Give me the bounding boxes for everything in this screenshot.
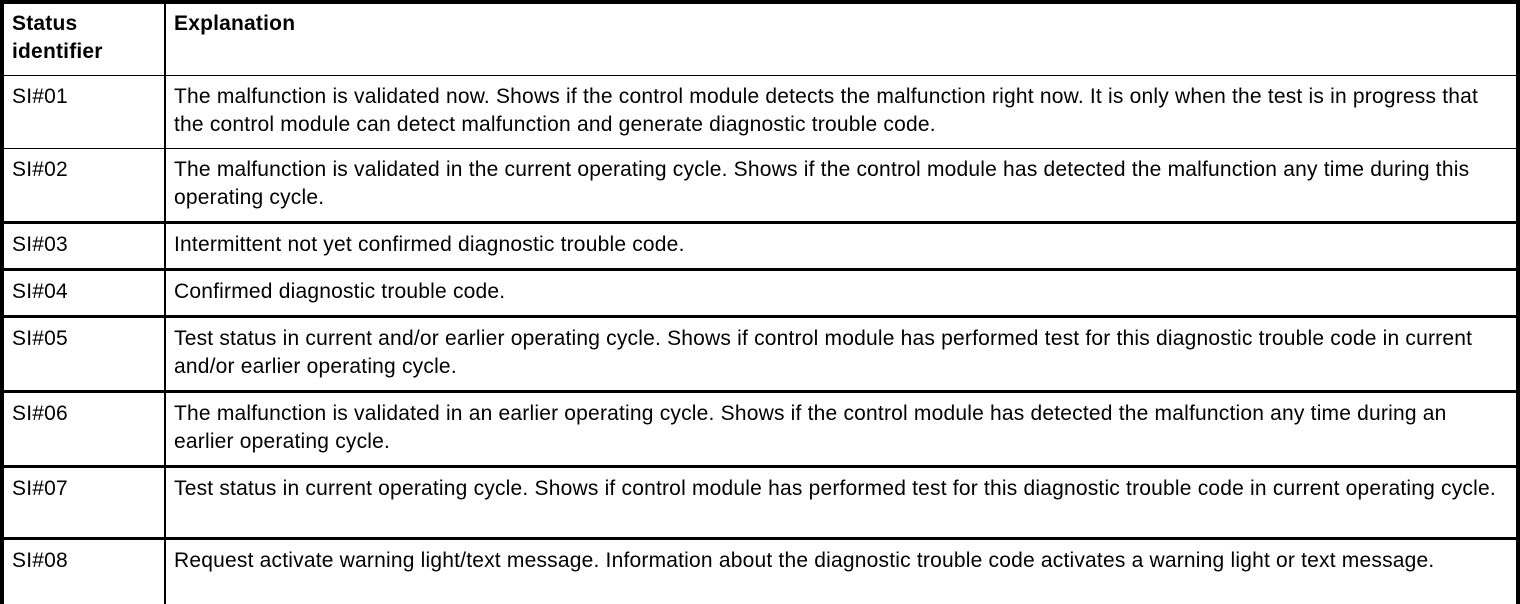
table-header: Status identifier Explanation xyxy=(2,2,1518,76)
explanation-cell: Request activate warning light/text mess… xyxy=(164,538,1518,604)
status-id-cell: SI#03 xyxy=(12,233,68,256)
table-row-si03: SI#03 Intermittent not yet confirmed dia… xyxy=(2,222,1518,270)
table-row-si04: SI#04 Confirmed diagnostic trouble code. xyxy=(2,269,1518,317)
explanation-cell: Test status in current and/or earlier op… xyxy=(164,316,1518,392)
header-row: Status identifier Explanation xyxy=(2,2,1518,76)
explanation-cell: The malfunction is validated now. Shows … xyxy=(164,75,1518,149)
status-id-cell: SI#07 xyxy=(12,477,68,500)
table-body: SI#01 The malfunction is validated now. … xyxy=(2,75,1518,604)
explanation-cell: The malfunction is validated in the curr… xyxy=(164,148,1518,223)
table-row-si08: SI#08 Request activate warning light/tex… xyxy=(2,538,1518,604)
explanation-cell: The malfunction is validated in an earli… xyxy=(164,391,1518,467)
table-row-si01: SI#01 The malfunction is validated now. … xyxy=(2,75,1518,149)
column-header-status-identifier: Status identifier xyxy=(12,12,103,63)
status-id-cell: SI#06 xyxy=(12,402,68,425)
status-id-cell: SI#08 xyxy=(12,549,68,572)
status-id-cell: SI#04 xyxy=(12,280,68,303)
status-id-cell: SI#02 xyxy=(12,158,68,181)
table-row-si06: SI#06 The malfunction is validated in an… xyxy=(2,391,1518,467)
explanation-cell: Test status in current operating cycle. … xyxy=(164,466,1518,539)
status-id-cell: SI#01 xyxy=(12,85,68,108)
table-row-si05: SI#05 Test status in current and/or earl… xyxy=(2,316,1518,392)
explanation-cell: Confirmed diagnostic trouble code. xyxy=(164,269,1518,317)
table-row-si07: SI#07 Test status in current operating c… xyxy=(2,466,1518,539)
status-id-cell: SI#05 xyxy=(12,327,68,350)
explanation-cell: Intermittent not yet confirmed diagnosti… xyxy=(164,222,1518,270)
table-row-si02: SI#02 The malfunction is validated in th… xyxy=(2,148,1518,223)
column-header-explanation: Explanation xyxy=(164,2,1518,76)
